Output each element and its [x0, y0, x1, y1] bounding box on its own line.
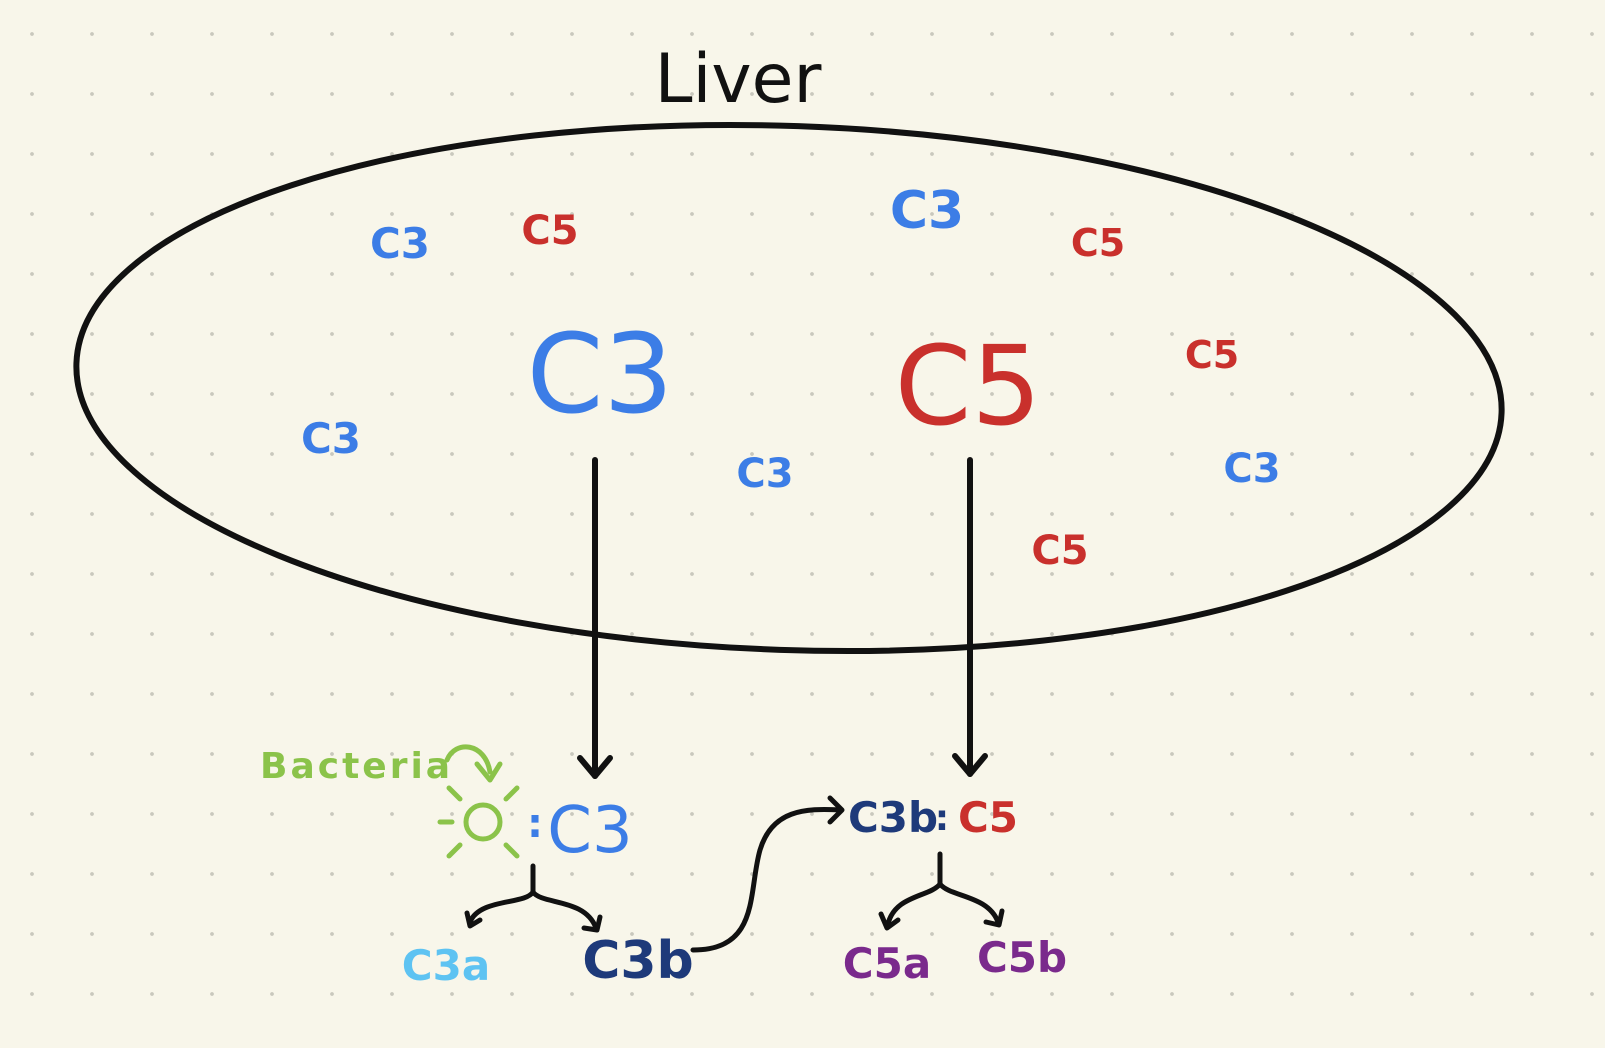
convertase-c5: C5 — [958, 793, 1018, 842]
liver-outline — [73, 121, 1505, 655]
small-c5-label: C5 — [1071, 221, 1125, 265]
small-c3-label: C3 — [736, 451, 793, 497]
c3-split-right — [530, 889, 599, 931]
c5-split-left — [885, 881, 943, 927]
c5a-label: C5a — [843, 939, 931, 988]
convertase-separator: : — [935, 798, 949, 839]
c3b-to-convertase-arrow — [690, 807, 843, 953]
c5-split-left-head — [878, 911, 901, 931]
convertase-c3b: C3b — [848, 793, 938, 842]
c3b-label: C3b — [582, 931, 694, 991]
liver-title: Liver — [655, 40, 822, 119]
small-c3-label: C3 — [890, 181, 964, 241]
c5b-label: C5b — [977, 933, 1067, 982]
small-c3-label: C3 — [1223, 446, 1280, 492]
c3-split-right-head — [581, 914, 603, 933]
big-c3-label: C3 — [527, 310, 674, 438]
c3b-to-convertase-arrowhead — [827, 795, 845, 825]
bacteria-label: Bacteria — [260, 746, 453, 787]
c3-split-left — [467, 889, 536, 925]
c3a-label: C3a — [402, 941, 490, 990]
big-c5-label: C5 — [895, 322, 1042, 450]
bacteria-pointer-arrow — [444, 744, 493, 775]
small-c3-label: C3 — [370, 219, 430, 268]
small-c3-label: C3 — [301, 414, 361, 463]
bacteria-c3-separator: : — [527, 801, 543, 847]
bacteria-bound-c3: C3 — [547, 794, 632, 868]
small-c5-label: C5 — [521, 208, 578, 254]
c5-split-right-head — [983, 908, 1005, 928]
c3-release-arrowhead — [577, 755, 613, 779]
bacteria-pointer-arrowhead — [474, 761, 503, 783]
small-c5-label: C5 — [1031, 528, 1088, 574]
c3-split-left-head — [464, 910, 483, 929]
small-c5-label: C5 — [1185, 333, 1239, 377]
bacteria-icon — [437, 785, 520, 859]
c5-split-right — [937, 881, 1001, 925]
c5-release-arrowhead — [952, 753, 988, 777]
